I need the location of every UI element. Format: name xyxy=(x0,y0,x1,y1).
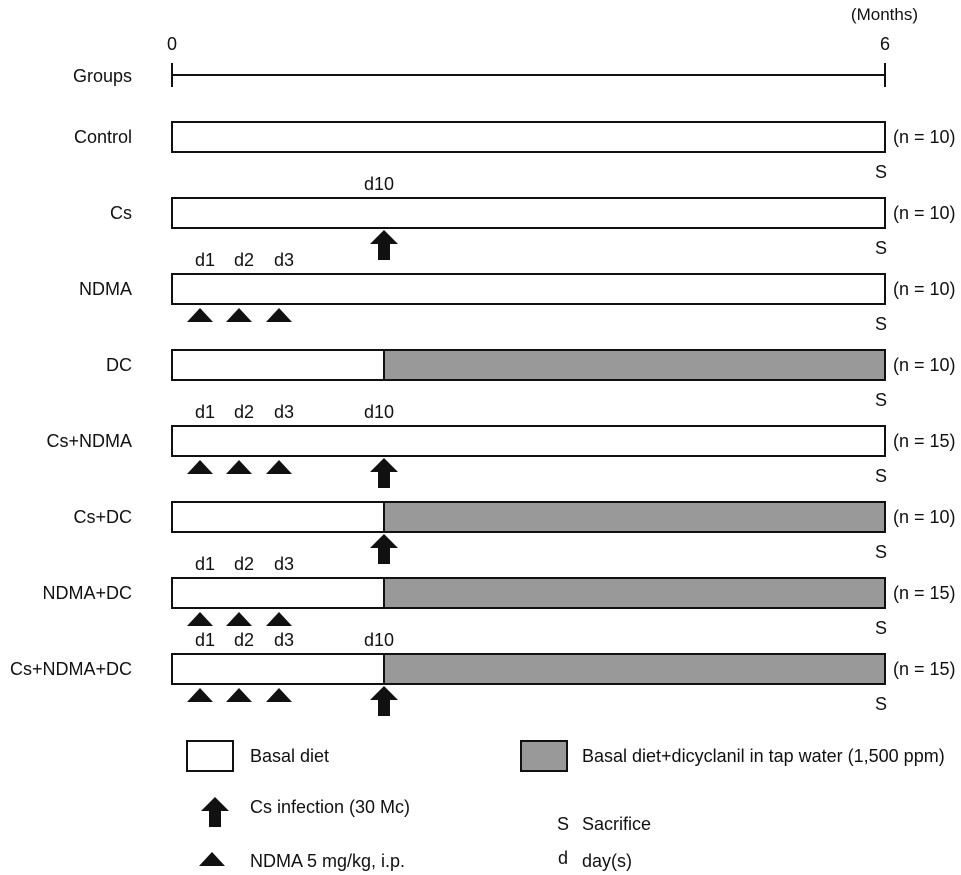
ndma-dose-triangle-icon xyxy=(266,460,292,474)
legend-basal-label: Basal diet xyxy=(250,746,329,766)
sacrifice-mark: S xyxy=(875,694,887,714)
dose-day-label: d2 xyxy=(234,630,254,650)
group-n-count: (n = 15) xyxy=(893,583,956,603)
group-n-count: (n = 10) xyxy=(893,203,956,223)
legend-s-symbol: S xyxy=(557,814,569,834)
group-name: Cs xyxy=(110,203,132,223)
group-name: DC xyxy=(106,355,132,375)
group-n-count: (n = 15) xyxy=(893,659,956,679)
sacrifice-mark: S xyxy=(875,162,887,182)
group-name: Cs+NDMA xyxy=(46,431,132,451)
dose-day-label: d1 xyxy=(195,250,215,270)
basal-diet-bar xyxy=(171,425,886,457)
legend-s-label: Sacrifice xyxy=(582,814,651,834)
dose-day-label: d3 xyxy=(274,630,294,650)
group-row: NDMA+DC (n = 15) Sd1 d2 d3 xyxy=(42,554,955,638)
cs-infection-arrow-icon xyxy=(370,534,398,564)
legend-cs-label: Cs infection (30 Mc) xyxy=(250,797,410,817)
dose-day-label: d3 xyxy=(274,554,294,574)
ndma-dose-triangle-icon xyxy=(266,688,292,702)
sacrifice-mark: S xyxy=(875,542,887,562)
basal-diet-segment xyxy=(171,349,385,381)
dose-day-label: d2 xyxy=(234,554,254,574)
groups-header: Groups xyxy=(73,66,132,86)
group-row: Control (n = 10) S xyxy=(74,121,956,182)
legend-dc-label: Basal diet+dicyclanil in tap water (1,50… xyxy=(582,746,945,766)
group-n-count: (n = 10) xyxy=(893,355,956,375)
ndma-dose-triangle-icon xyxy=(266,612,292,626)
dicyclanil-segment xyxy=(383,653,886,685)
basal-diet-segment xyxy=(171,501,385,533)
sacrifice-mark: S xyxy=(875,390,887,410)
axis-end-label: 6 xyxy=(880,34,890,54)
ndma-dose-triangle-icon xyxy=(187,612,213,626)
ndma-dose-triangle-icon xyxy=(266,308,292,322)
group-row: DC (n = 10) S xyxy=(106,349,956,410)
group-name: Control xyxy=(74,127,132,147)
group-row: Cs+NDMA+DC (n = 15) Sd1 d2 d3 d10 xyxy=(10,630,956,716)
basal-diet-bar xyxy=(171,197,886,229)
sacrifice-mark: S xyxy=(875,314,887,334)
group-name: Cs+NDMA+DC xyxy=(10,659,132,679)
dose-day-label: d2 xyxy=(234,250,254,270)
dose-day-label: d2 xyxy=(234,402,254,422)
dose-day-label: d3 xyxy=(274,250,294,270)
legend-ndma-triangle-icon xyxy=(199,852,225,866)
legend-basal-swatch xyxy=(186,740,234,772)
group-name: Cs+DC xyxy=(73,507,132,527)
group-n-count: (n = 10) xyxy=(893,279,956,299)
infection-day-label: d10 xyxy=(364,402,394,422)
dose-day-label: d1 xyxy=(195,554,215,574)
legend-cs-arrow-icon xyxy=(201,797,229,827)
group-row: Cs+NDMA (n = 15) Sd1 d2 d3 d10 xyxy=(46,402,956,488)
basal-diet-bar xyxy=(171,121,886,153)
basal-diet-bar xyxy=(171,273,886,305)
group-name: NDMA xyxy=(79,279,132,299)
basal-diet-segment xyxy=(171,653,385,685)
dicyclanil-segment xyxy=(383,349,886,381)
dose-day-label: d3 xyxy=(274,402,294,422)
sacrifice-mark: S xyxy=(875,466,887,486)
sacrifice-mark: S xyxy=(875,618,887,638)
dicyclanil-segment xyxy=(383,501,886,533)
ndma-dose-triangle-icon xyxy=(187,460,213,474)
ndma-dose-triangle-icon xyxy=(226,612,252,626)
cs-infection-arrow-icon xyxy=(370,230,398,260)
basal-diet-segment xyxy=(171,577,385,609)
sacrifice-mark: S xyxy=(875,238,887,258)
infection-day-label: d10 xyxy=(364,630,394,650)
group-name: NDMA+DC xyxy=(42,583,132,603)
legend-dc-swatch xyxy=(520,740,568,772)
infection-day-label: d10 xyxy=(364,174,394,194)
legend-d-symbol: d xyxy=(558,848,568,868)
cs-infection-arrow-icon xyxy=(370,458,398,488)
dicyclanil-segment xyxy=(383,577,886,609)
group-row: Cs+DC (n = 10) S xyxy=(73,501,956,564)
ndma-dose-triangle-icon xyxy=(187,688,213,702)
cs-infection-arrow-icon xyxy=(370,686,398,716)
dose-day-label: d1 xyxy=(195,402,215,422)
dose-day-label: d1 xyxy=(195,630,215,650)
time-axis: (Months) 0 6 Groups xyxy=(73,5,918,87)
group-n-count: (n = 10) xyxy=(893,127,956,147)
axis-start-label: 0 xyxy=(167,34,177,54)
group-n-count: (n = 10) xyxy=(893,507,956,527)
ndma-dose-triangle-icon xyxy=(187,308,213,322)
group-row: NDMA (n = 10) Sd1 d2 d3 xyxy=(79,250,956,334)
ndma-dose-triangle-icon xyxy=(226,308,252,322)
legend: Basal diet Basal diet+dicyclanil in tap … xyxy=(186,740,945,871)
legend-ndma-label: NDMA 5 mg/kg, i.p. xyxy=(250,851,405,871)
axis-unit-label: (Months) xyxy=(851,5,918,24)
group-n-count: (n = 15) xyxy=(893,431,956,451)
ndma-dose-triangle-icon xyxy=(226,460,252,474)
legend-d-label: day(s) xyxy=(582,851,632,871)
ndma-dose-triangle-icon xyxy=(226,688,252,702)
